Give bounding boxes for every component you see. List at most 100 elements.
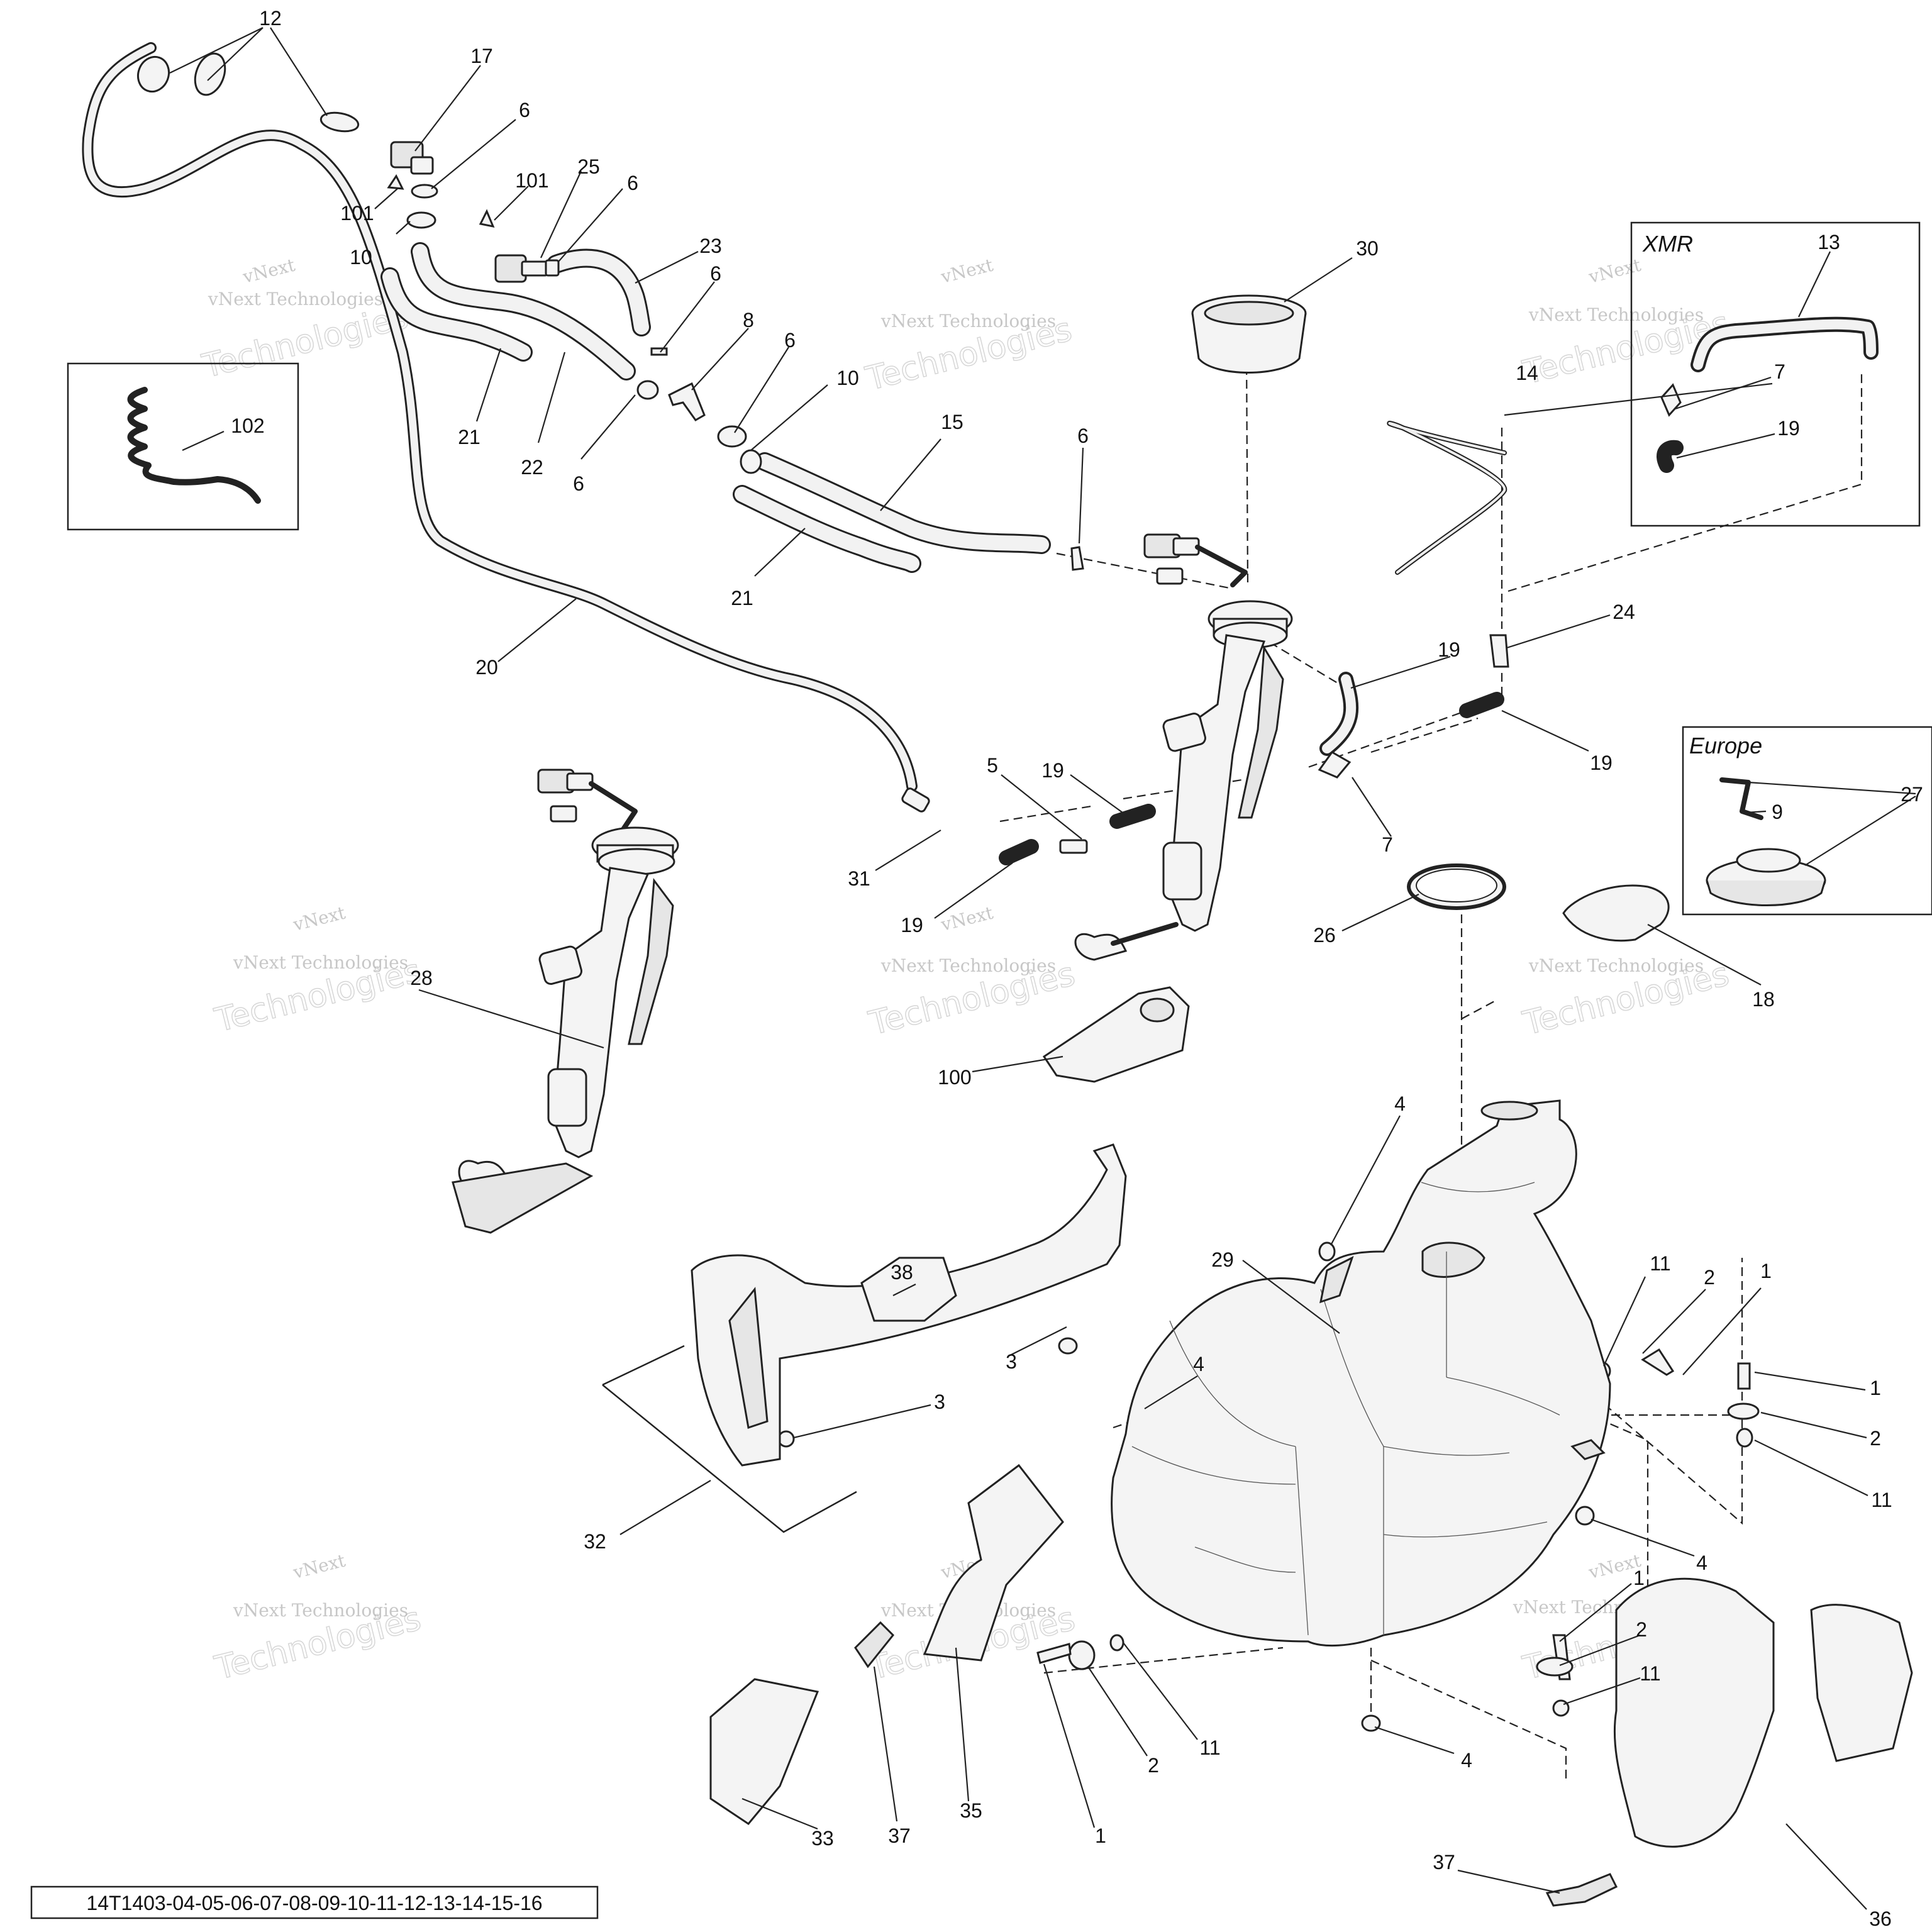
callout-4: 4 bbox=[1193, 1353, 1204, 1375]
callout-9: 9 bbox=[1772, 801, 1783, 823]
watermark-word: Technologies bbox=[199, 298, 413, 386]
callout-18: 18 bbox=[1752, 988, 1775, 1011]
callout-19: 19 bbox=[901, 914, 923, 936]
watermark-brand: vNext bbox=[1586, 254, 1643, 287]
dashed-assembly-lines bbox=[999, 352, 1863, 1780]
watermark-7: vNext vNext Technologies Technologies bbox=[211, 1550, 425, 1688]
watermark-company: vNext Technologies bbox=[880, 955, 1056, 976]
europe-box-title: Europe bbox=[1689, 733, 1762, 758]
callout-10: 10 bbox=[350, 246, 372, 269]
europe-cap-27 bbox=[1706, 777, 1826, 906]
callout-21: 21 bbox=[458, 426, 480, 448]
callout-5: 5 bbox=[987, 754, 998, 777]
callout-7: 7 bbox=[1382, 833, 1393, 856]
callout-2: 2 bbox=[1636, 1618, 1647, 1641]
watermark-brand: vNext bbox=[240, 254, 297, 287]
callout-19: 19 bbox=[1777, 417, 1800, 440]
callout-6: 6 bbox=[627, 172, 638, 194]
spring-102 bbox=[127, 387, 261, 504]
callout-23: 23 bbox=[699, 235, 722, 257]
watermark-company: vNext Technologies bbox=[1528, 304, 1704, 325]
callout-14: 14 bbox=[1516, 362, 1538, 384]
watermark-4: vNext vNext Technologies Technologies bbox=[211, 902, 425, 1040]
callout-3: 3 bbox=[934, 1391, 945, 1413]
callout-30: 30 bbox=[1356, 237, 1379, 260]
panel-35 bbox=[923, 1463, 1064, 1662]
callout-19: 19 bbox=[1438, 638, 1460, 661]
callout-6: 6 bbox=[710, 262, 721, 285]
callout-28: 28 bbox=[410, 967, 433, 989]
callout-2: 2 bbox=[1870, 1427, 1881, 1450]
callout-38: 38 bbox=[891, 1261, 913, 1284]
callout-37: 37 bbox=[1433, 1851, 1455, 1874]
watermark-company: vNext Technologies bbox=[208, 289, 383, 309]
hose-21-lower bbox=[733, 485, 921, 573]
callout-11: 11 bbox=[1199, 1736, 1220, 1759]
callout-4: 4 bbox=[1461, 1749, 1472, 1772]
watermark-company: vNext Technologies bbox=[233, 952, 408, 973]
panel-33 bbox=[709, 1678, 819, 1825]
xmr-inset-box bbox=[1630, 221, 1921, 527]
watermark-company: vNext Technologies bbox=[233, 1600, 408, 1621]
callout-11: 11 bbox=[1871, 1489, 1892, 1511]
hose-21-upper bbox=[380, 267, 533, 362]
callout-4: 4 bbox=[1394, 1092, 1406, 1115]
pickup-filter-100 bbox=[1042, 986, 1190, 1083]
reference-code-box: 14T1403-04-05-06-07-08-09-10-11-12-13-14… bbox=[30, 1885, 599, 1919]
leader-lines bbox=[169, 27, 1916, 1910]
callout-7: 7 bbox=[1774, 360, 1785, 383]
callouts: 12 17 6 101 101 25 6 10 23 6 8 6 10 102 … bbox=[231, 7, 1923, 1930]
callout-37: 37 bbox=[888, 1824, 911, 1847]
callout-11: 11 bbox=[1650, 1252, 1670, 1275]
callout-17: 17 bbox=[470, 45, 493, 67]
callout-1: 1 bbox=[1633, 1567, 1645, 1589]
callout-6: 6 bbox=[1077, 425, 1089, 447]
fuel-pump-upper bbox=[1074, 533, 1293, 961]
hose-14 bbox=[1387, 421, 1507, 575]
fuel-tank-29 bbox=[1111, 1099, 1611, 1647]
callout-1: 1 bbox=[1095, 1824, 1106, 1847]
callout-1: 1 bbox=[1870, 1377, 1881, 1399]
callout-31: 31 bbox=[848, 867, 870, 890]
watermark-company: vNext Technologies bbox=[880, 311, 1056, 331]
bracket-32-outline bbox=[602, 1345, 857, 1533]
hose-15 bbox=[755, 452, 1051, 554]
fuel-cap-18 bbox=[1562, 884, 1670, 942]
mesh-37 bbox=[854, 1621, 1618, 1907]
callout-10: 10 bbox=[836, 367, 859, 389]
watermark-brand: vNext bbox=[938, 902, 996, 935]
xmr-box-title: XMR bbox=[1642, 231, 1693, 257]
watermark-brand: vNext bbox=[291, 902, 348, 935]
callout-2: 2 bbox=[1148, 1754, 1159, 1777]
callout-24: 24 bbox=[1613, 601, 1635, 623]
callout-13: 13 bbox=[1818, 231, 1840, 253]
callout-6: 6 bbox=[519, 99, 530, 121]
callout-35: 35 bbox=[960, 1799, 982, 1822]
watermark-5: vNext vNext Technologies Technologies bbox=[865, 902, 1079, 1043]
callout-25: 25 bbox=[577, 155, 600, 178]
lock-ring-30 bbox=[1191, 294, 1307, 374]
watermark-company: vNext Technologies bbox=[1528, 955, 1704, 976]
callout-22: 22 bbox=[521, 456, 543, 479]
gasket-26 bbox=[1407, 863, 1506, 910]
callout-12: 12 bbox=[259, 7, 282, 30]
europe-inset-box bbox=[1682, 726, 1932, 916]
watermark-brand: vNext bbox=[291, 1550, 348, 1583]
watermark-2: vNext vNext Technologies Technologies bbox=[862, 254, 1076, 399]
callout-100: 100 bbox=[938, 1066, 971, 1089]
spring-inset-box bbox=[67, 362, 299, 531]
callout-21: 21 bbox=[731, 587, 753, 609]
panel-36 bbox=[1613, 1577, 1913, 1848]
hose-20 bbox=[82, 42, 918, 792]
callout-19: 19 bbox=[1590, 752, 1613, 774]
callout-33: 33 bbox=[811, 1827, 834, 1850]
callout-19: 19 bbox=[1041, 759, 1064, 782]
small-fittings bbox=[136, 52, 1760, 1732]
callout-3: 3 bbox=[1006, 1350, 1017, 1373]
hose-19-group bbox=[999, 440, 1684, 865]
callout-26: 26 bbox=[1313, 924, 1336, 947]
watermark-brand: vNext bbox=[938, 254, 996, 287]
callout-32: 32 bbox=[584, 1530, 606, 1553]
reference-code: 14T1403-04-05-06-07-08-09-10-11-12-13-14… bbox=[86, 1892, 542, 1914]
